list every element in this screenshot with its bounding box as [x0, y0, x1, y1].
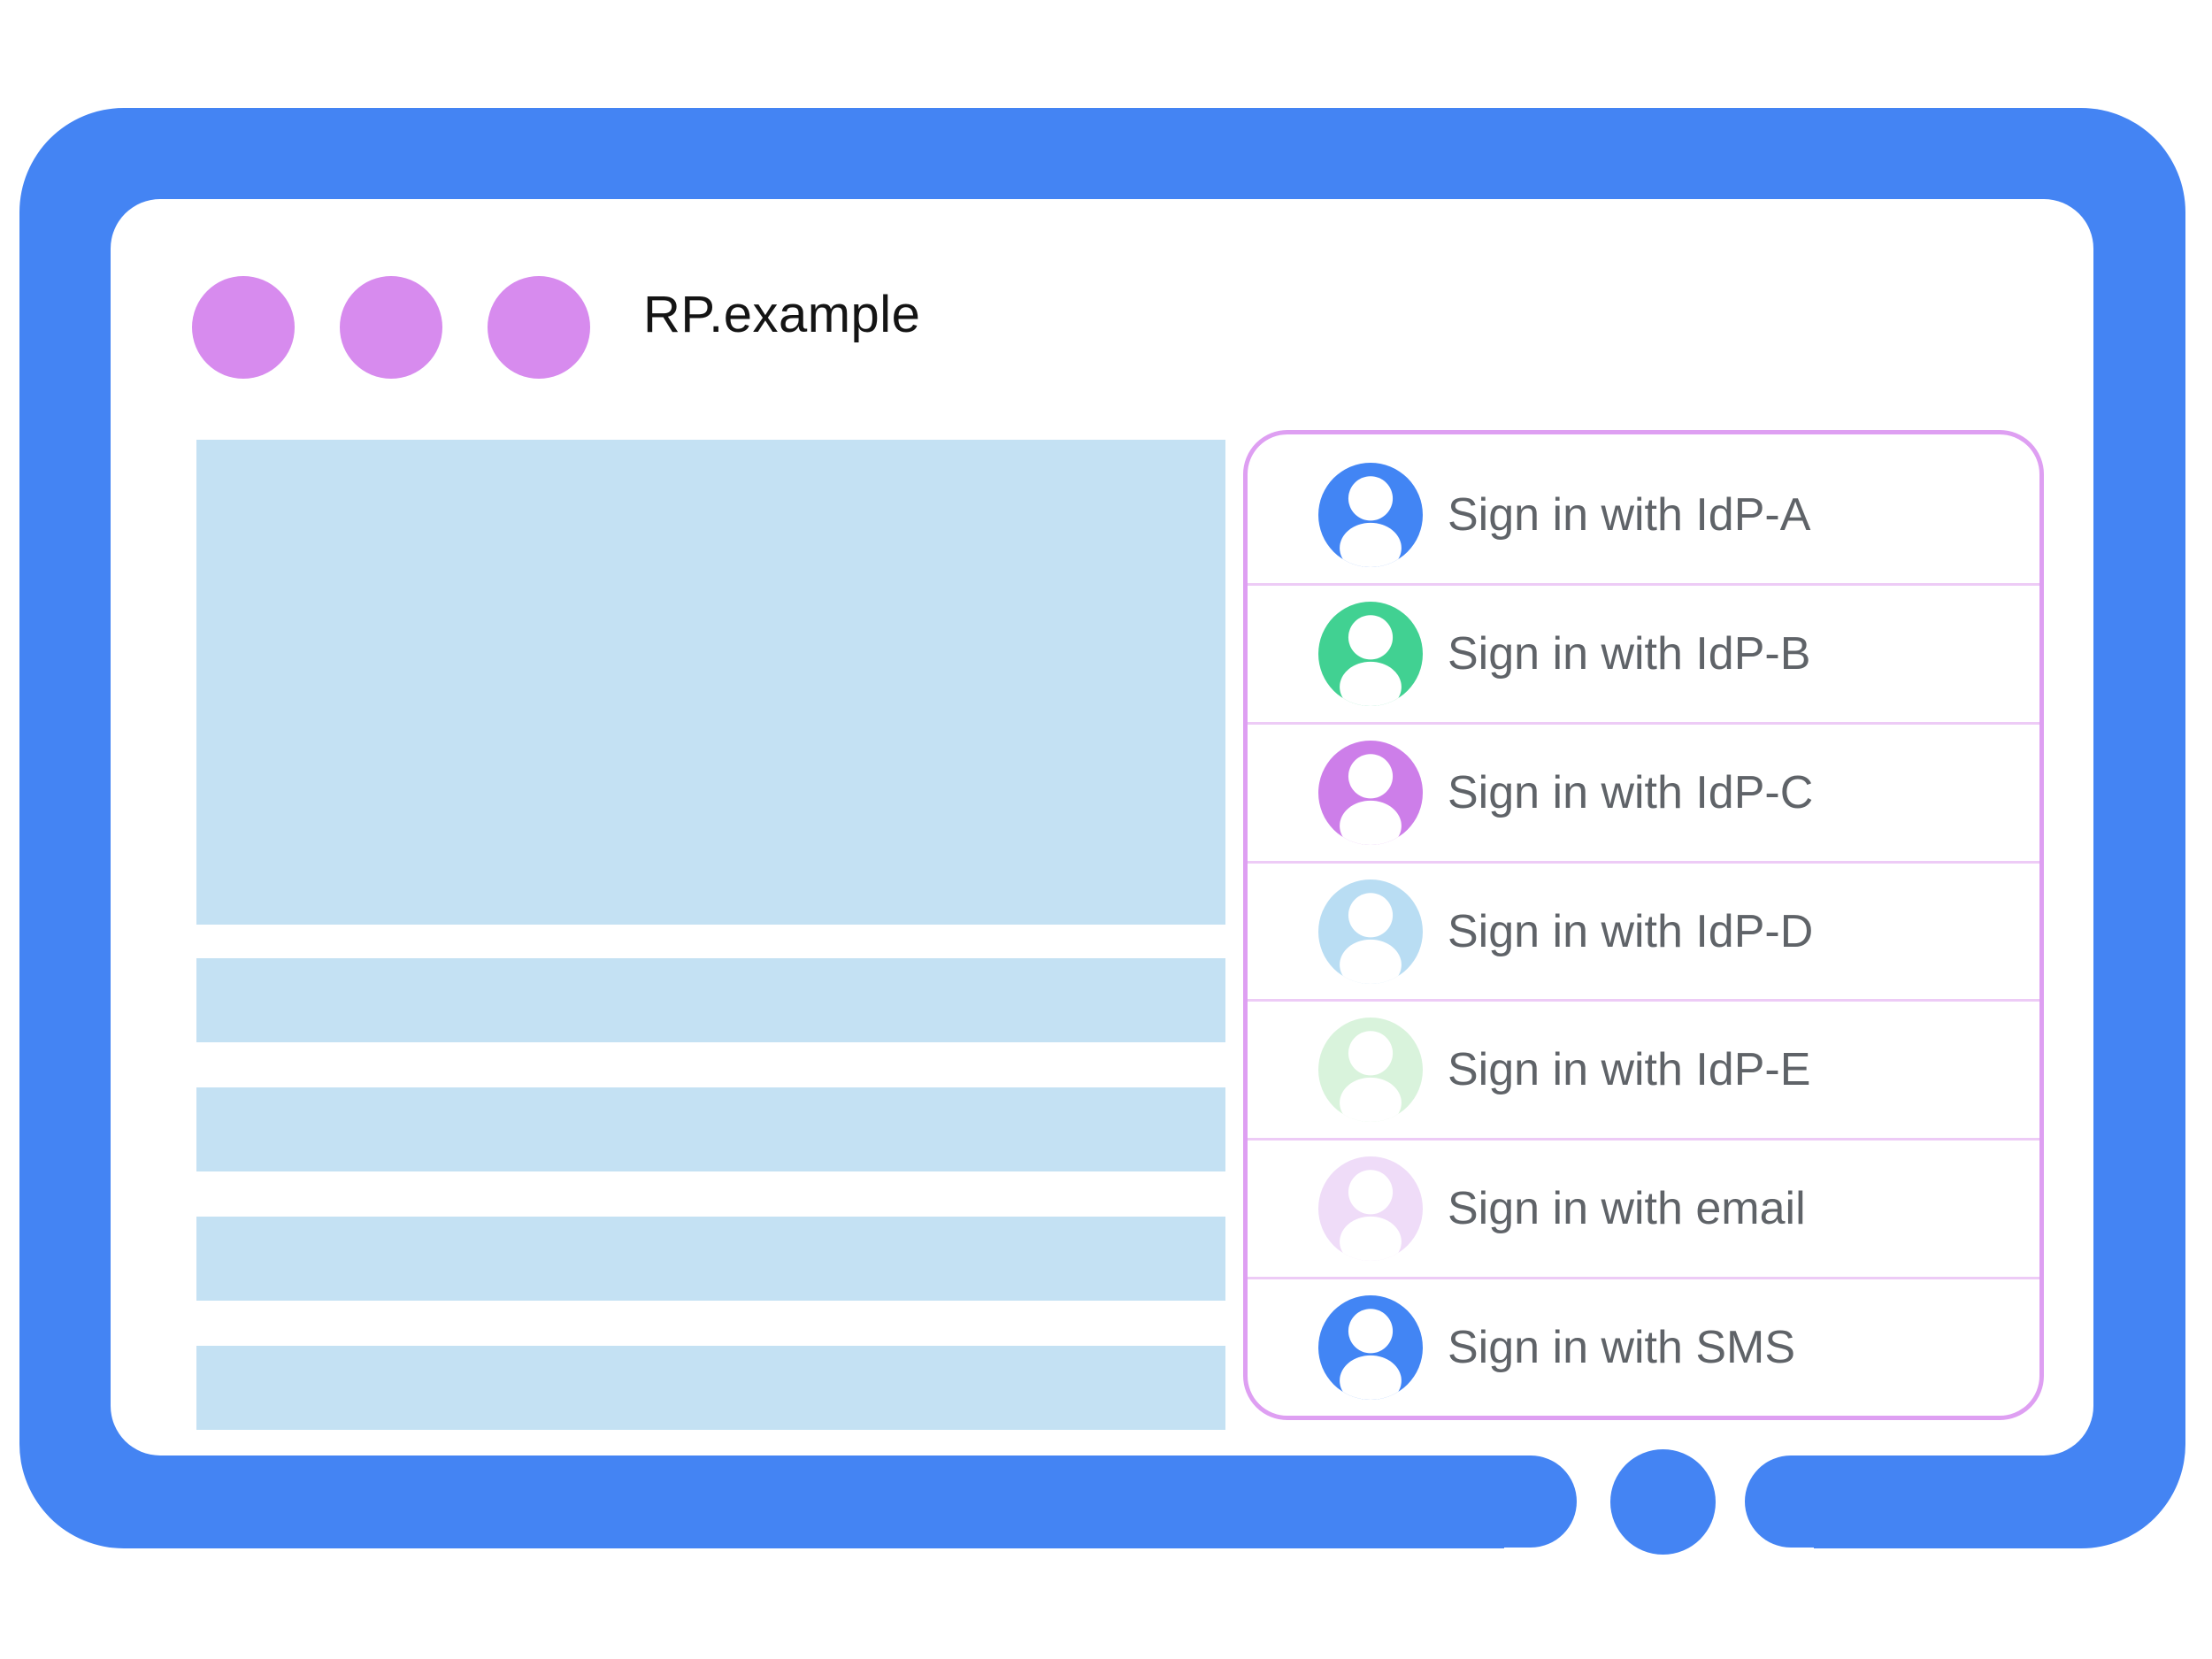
text-line-placeholder-2 [196, 1087, 1225, 1171]
signin-option-label: Sign in with IdP-D [1448, 905, 1814, 957]
signin-option-sign-in-with-idp-b[interactable]: Sign in with IdP-B [1248, 582, 2039, 722]
signin-option-label: Sign in with IdP-B [1448, 627, 1811, 680]
window-control-dot-1[interactable] [192, 276, 295, 379]
signin-option-sign-in-with-idp-c[interactable]: Sign in with IdP-C [1248, 721, 2039, 861]
bezel-cap-left [1432, 1455, 1577, 1548]
window-control-dot-2[interactable] [340, 276, 442, 379]
signin-option-label: Sign in with IdP-E [1448, 1044, 1811, 1096]
user-avatar-icon [1318, 1018, 1423, 1123]
text-line-placeholder-1 [196, 958, 1225, 1042]
user-avatar-icon [1318, 740, 1423, 845]
user-avatar-icon [1318, 1295, 1423, 1401]
text-line-placeholder-3 [196, 1217, 1225, 1301]
device-home-button [1610, 1449, 1716, 1555]
user-avatar-icon [1318, 879, 1423, 984]
signin-option-sign-in-with-idp-d[interactable]: Sign in with IdP-D [1248, 860, 2039, 1000]
user-avatar-icon [1318, 1156, 1423, 1262]
user-avatar-icon [1318, 462, 1423, 567]
signin-option-sign-in-with-sms[interactable]: Sign in with SMS [1248, 1277, 2039, 1416]
signin-option-label: Sign in with email [1448, 1183, 1806, 1235]
page-title: RP.example [643, 286, 921, 343]
signin-option-label: Sign in with SMS [1448, 1322, 1796, 1374]
signin-panel: Sign in with IdP-A Sign in with IdP-B Sign… [1243, 430, 2044, 1420]
bezel-cap-right [1745, 1455, 1890, 1548]
signin-option-label: Sign in with IdP-A [1448, 488, 1811, 541]
user-avatar-icon [1318, 601, 1423, 706]
signin-option-sign-in-with-idp-a[interactable]: Sign in with IdP-A [1248, 447, 2039, 583]
signin-option-label: Sign in with IdP-C [1448, 766, 1814, 818]
text-line-placeholder-4 [196, 1346, 1225, 1430]
window-control-dot-3[interactable] [488, 276, 590, 379]
signin-option-sign-in-with-idp-e[interactable]: Sign in with IdP-E [1248, 999, 2039, 1138]
hero-image-placeholder [196, 440, 1225, 925]
signin-option-sign-in-with-email[interactable]: Sign in with email [1248, 1138, 2039, 1277]
